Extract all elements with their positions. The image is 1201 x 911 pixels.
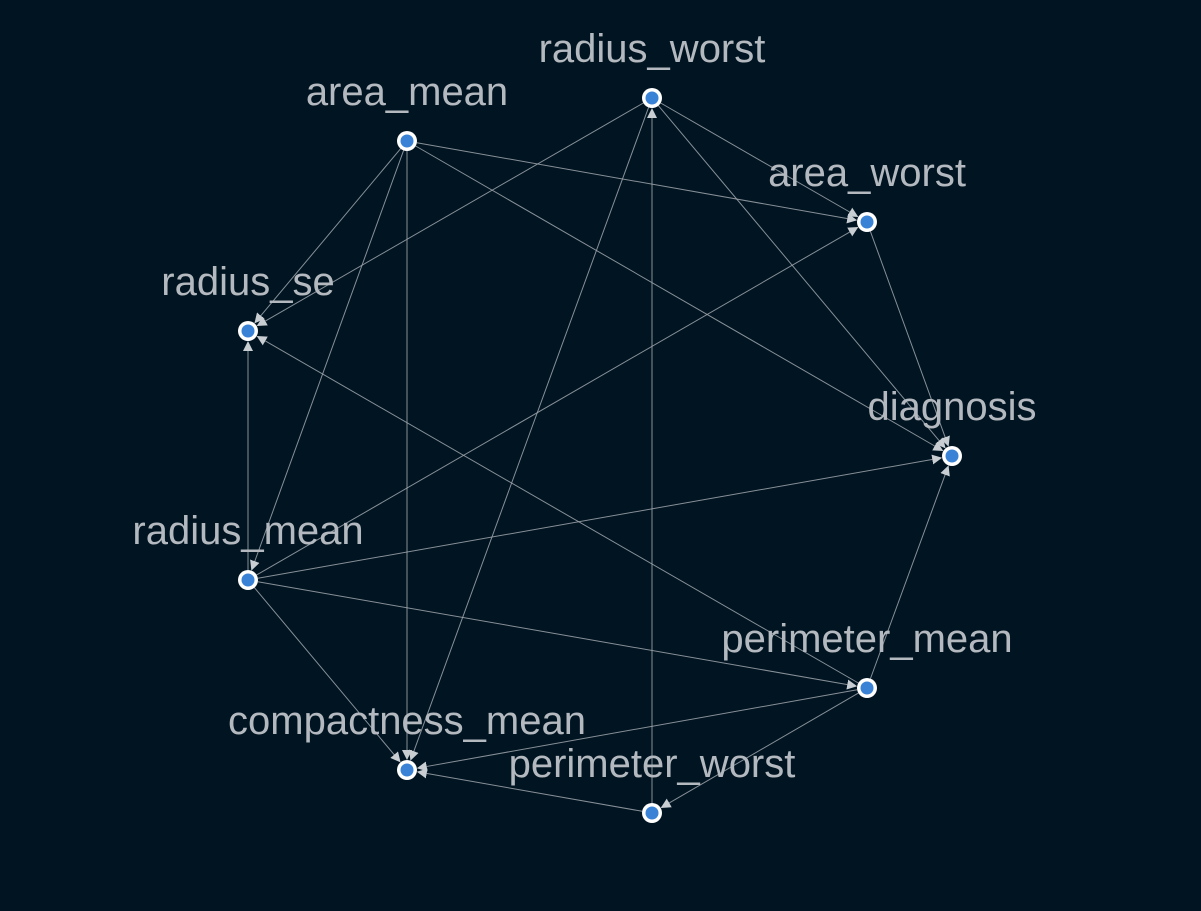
node-dot (945, 449, 959, 463)
edge-area_mean-to-radius_se (254, 148, 401, 324)
node-dot (241, 573, 255, 587)
node-diagnosis[interactable] (942, 446, 962, 466)
edge-radius_worst-to-diagnosis (658, 105, 946, 449)
edge-radius_mean-to-area_worst (256, 227, 859, 576)
node-label-compactness_mean: compactness_mean (228, 699, 586, 743)
node-label-area_mean: area_mean (306, 70, 508, 114)
edge-radius_mean-to-diagnosis (257, 454, 943, 579)
edge-radius_worst-to-compactness_mean (409, 107, 650, 761)
node-label-diagnosis: diagnosis (867, 385, 1036, 429)
edge-radius_mean-to-compactness_mean (254, 587, 401, 763)
edge-perimeter_mean-to-diagnosis (869, 465, 950, 679)
node-area_worst[interactable] (857, 212, 877, 232)
edge-area_mean-to-area_worst (416, 142, 858, 224)
node-dot (645, 91, 659, 105)
edge-perimeter_mean-to-radius_se (256, 335, 859, 684)
edge-perimeter_mean-to-compactness_mean (416, 689, 858, 772)
node-dot (400, 134, 414, 148)
node-area_mean[interactable] (397, 131, 417, 151)
node-label-perimeter_worst: perimeter_worst (509, 742, 796, 786)
labels-layer: radius_worst area_mean area_worst radius_se… (132, 27, 1036, 786)
node-perimeter_worst[interactable] (642, 803, 662, 823)
node-dot (241, 324, 255, 338)
node-dot (645, 806, 659, 820)
node-radius_mean[interactable] (238, 570, 258, 590)
node-dot (400, 763, 414, 777)
node-radius_worst[interactable] (642, 88, 662, 108)
edge-perimeter_worst-to-compactness_mean (416, 768, 643, 812)
edge-radius_worst-to-radius_se (256, 102, 644, 327)
node-perimeter_mean[interactable] (857, 678, 877, 698)
edge-area_mean-to-diagnosis (415, 145, 944, 451)
node-label-radius_mean: radius_mean (132, 509, 363, 553)
node-label-perimeter_mean: perimeter_mean (721, 617, 1012, 661)
node-dot (860, 215, 874, 229)
node-label-area_worst: area_worst (768, 151, 966, 195)
edges-layer (243, 102, 950, 812)
node-radius_se[interactable] (238, 321, 258, 341)
edge-radius_worst-to-area_worst (660, 102, 859, 218)
node-label-radius_worst: radius_worst (539, 27, 766, 71)
node-compactness_mean[interactable] (397, 760, 417, 780)
edge-area_worst-to-diagnosis (869, 231, 950, 447)
node-dot (860, 681, 874, 695)
nodes-layer (238, 88, 962, 823)
edge-radius_mean-to-perimeter_mean (257, 581, 858, 690)
node-label-radius_se: radius_se (161, 260, 334, 304)
edge-area_mean-to-radius_mean (250, 150, 405, 571)
edge-perimeter_mean-to-perimeter_worst (660, 692, 859, 808)
